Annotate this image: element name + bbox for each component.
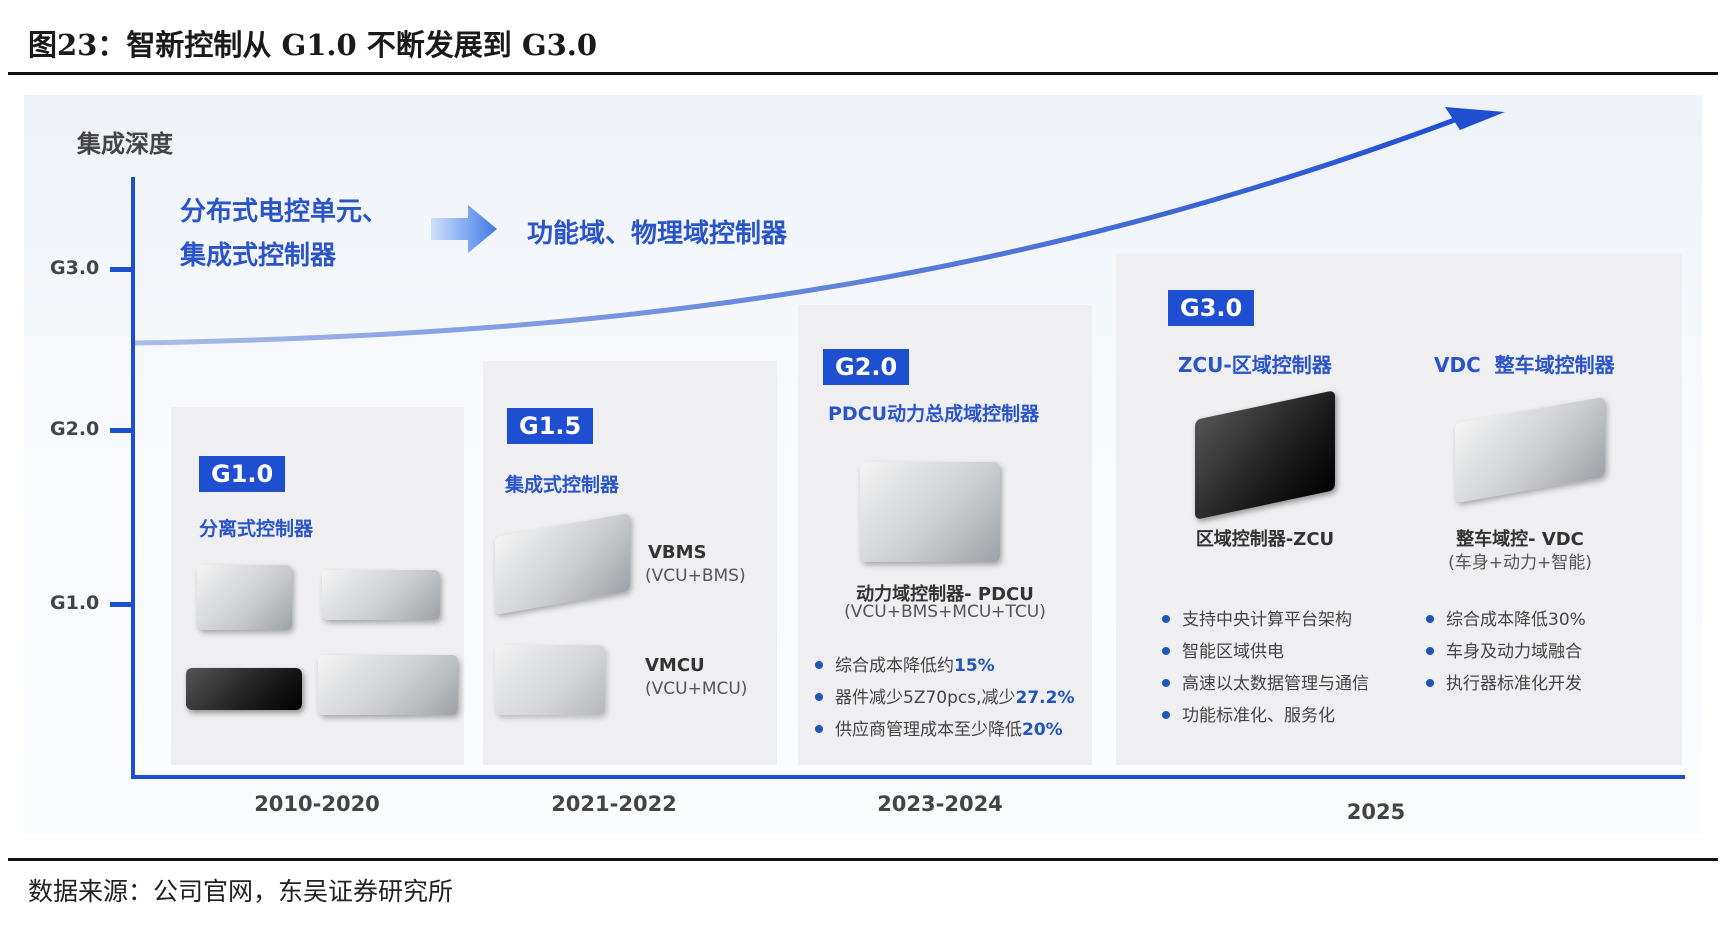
bullet: 支持中央计算平台架构 [1162,604,1369,636]
vdc-bullets: 综合成本降低30% 车身及动力域融合 执行器标准化开发 [1426,604,1586,700]
badge-g15: G1.5 [507,408,594,444]
arrow-right-icon [431,205,497,253]
top-left-line1: 分布式电控单元、 [180,197,389,227]
bullet: 综合成本降低约15% [815,650,1074,682]
vbms-sub: (VCU+BMS) [645,566,746,586]
zcu-bullets: 支持中央计算平台架构 智能区域供电 高速以太数据管理与通信 功能标准化、服务化 [1162,604,1369,732]
year-label: 2021-2022 [551,792,677,816]
pdcu-name: 动力域控制器- PDCU [856,584,1034,605]
vdc-title: VDC 整车域控制器 [1434,353,1615,377]
source-note: 数据来源：公司官网，东吴证券研究所 [28,877,454,906]
controller-image [318,655,458,715]
x-axis [131,775,1685,779]
controller-image [197,565,292,630]
badge-g10: G1.0 [199,456,286,492]
bullet-text: 综合成本降低约 [835,656,954,676]
g15-title: 集成式控制器 [505,474,620,496]
controller-image [186,668,302,710]
year-label: 2023-2024 [877,792,1003,816]
g10-title: 分离式控制器 [199,518,314,540]
badge-g20: G2.0 [823,349,910,385]
top-left-line2: 集成式控制器 [180,241,337,271]
bullet: 车身及动力域融合 [1426,636,1586,668]
top-rule [8,72,1718,75]
tick-label: G3.0 [50,257,100,279]
pdcu-image [860,462,1000,562]
g20-title: PDCU动力总成域控制器 [828,403,1040,425]
badge-g30: G3.0 [1168,290,1255,326]
curve-arrowhead [1445,107,1505,130]
top-right-text: 功能域、物理域控制器 [527,219,788,249]
vdc-sub: (车身+动力+智能) [1448,553,1592,573]
bottom-rule [8,858,1718,861]
vmcu-image [495,645,605,715]
bullet: 执行器标准化开发 [1426,668,1586,700]
bullet-text: 供应商管理成本至少降低 [835,720,1022,740]
year-label: 2010-2020 [254,792,380,816]
year-label: 2025 [1346,800,1406,824]
bullet-highlight: 27.2% [1015,688,1075,708]
bullet: 供应商管理成本至少降低20% [815,714,1074,746]
tick-g30 [110,267,132,272]
bullet-highlight: 20% [1022,720,1063,740]
y-axis-label: 集成深度 [77,130,173,158]
tick-label: G1.0 [50,592,100,614]
bullet: 高速以太数据管理与通信 [1162,668,1369,700]
top-left-text: 分布式电控单元、 集成式控制器 [180,190,388,278]
bullet-highlight: 15% [954,656,995,676]
zcu-title: ZCU-区域控制器 [1178,353,1332,377]
tick-g20 [110,428,132,433]
y-axis [131,177,135,778]
zcu-name: 区域控制器-ZCU [1195,529,1335,550]
bullet: 器件减少5Z70pcs,减少27.2% [815,682,1074,714]
vbms-name: VBMS [648,542,707,563]
bullet-text: 器件减少5Z70pcs,减少 [835,688,1016,708]
tick-g10 [110,602,132,607]
tick-label: G2.0 [50,418,100,440]
bullet: 智能区域供电 [1162,636,1369,668]
vmcu-sub: (VCU+MCU) [645,679,748,699]
figure-title: 图23：智新控制从 G1.0 不断发展到 G3.0 [28,28,598,62]
controller-image [322,570,440,620]
bullet: 功能标准化、服务化 [1162,700,1369,732]
bullet: 综合成本降低30% [1426,604,1586,636]
pdcu-sub: (VCU+BMS+MCU+TCU) [844,602,1046,622]
vdc-name: 整车域控- VDC [1456,529,1584,550]
g20-bullets: 综合成本降低约15% 器件减少5Z70pcs,减少27.2% 供应商管理成本至少… [815,650,1074,746]
vmcu-name: VMCU [645,655,705,676]
